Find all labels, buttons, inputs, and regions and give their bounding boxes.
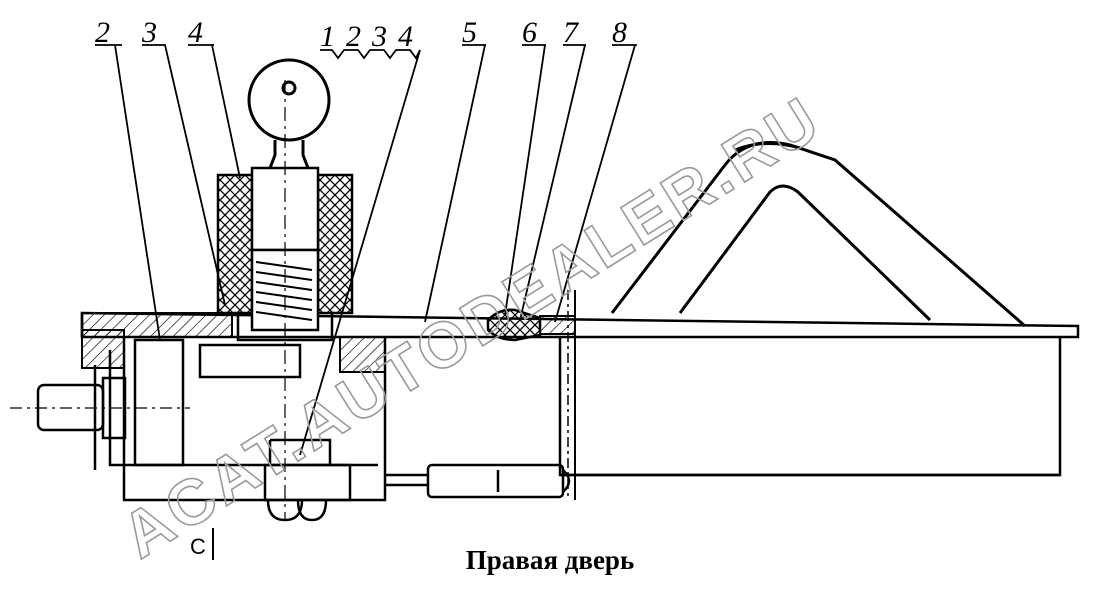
callout-group-2: 2 xyxy=(346,20,361,53)
callout-8: 8 xyxy=(612,16,627,49)
inner-door-box xyxy=(558,337,1062,477)
callout-leaders xyxy=(95,44,637,456)
callout-group-3: 3 xyxy=(371,20,387,53)
figure-caption: Правая дверь xyxy=(465,545,635,575)
link-rod xyxy=(385,463,571,499)
callout-7: 7 xyxy=(563,16,580,49)
housing-side-section xyxy=(339,336,386,373)
key-cylinder xyxy=(216,80,354,520)
section-mark: C xyxy=(190,534,206,559)
bottom-fasteners xyxy=(266,499,328,522)
panel-end-block xyxy=(81,329,125,369)
callout-5: 5 xyxy=(462,16,477,49)
key-head-icon xyxy=(247,58,331,169)
callout-2: 2 xyxy=(95,16,110,49)
callout-4: 4 xyxy=(188,16,203,49)
callout-group-4: 4 xyxy=(398,20,413,53)
mounting-bolt xyxy=(10,376,190,440)
handle-bracket xyxy=(610,141,1026,328)
callout-3: 3 xyxy=(141,16,157,49)
callout-6: 6 xyxy=(522,16,537,49)
door-seal xyxy=(486,290,576,500)
callout-group-1: 1 xyxy=(320,20,335,53)
